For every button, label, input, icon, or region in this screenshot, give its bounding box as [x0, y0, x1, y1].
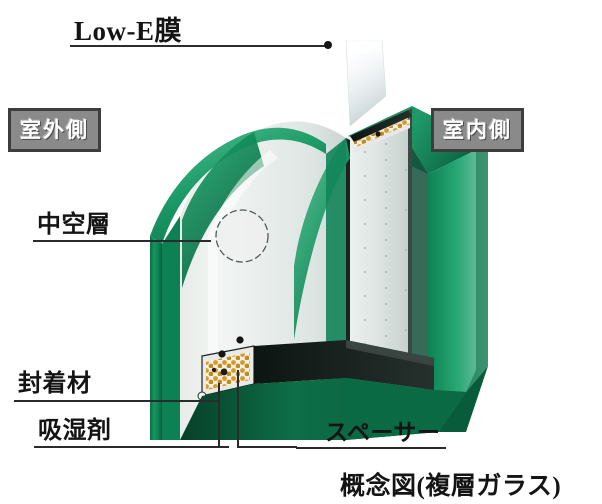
callout-label-spacer: スペーサー — [325, 420, 441, 445]
insulated-glass-illustration — [150, 40, 510, 440]
top-spacer-assembly — [350, 110, 412, 152]
callout-label-air-space: 中空層 — [37, 212, 111, 238]
badge-indoor-side: 室内側 — [431, 108, 524, 152]
leader-hline-spacer — [237, 446, 297, 448]
leader-line-low-e — [70, 45, 328, 47]
leader-line-air-space — [33, 240, 211, 242]
callout-label-sealant: 封着材 — [18, 371, 92, 397]
air-space-cavity — [346, 108, 412, 400]
callout-label-low-e-film: Low-E膜 — [74, 16, 183, 46]
diagram-caption: 概念図(複層ガラス) — [340, 473, 562, 500]
air-space-marker — [215, 209, 269, 263]
low-e-film-flap — [345, 40, 387, 127]
unit-bottom-green-slab — [180, 366, 488, 440]
leader-vline-spacer — [237, 370, 239, 448]
leader-vline-desiccant — [218, 383, 220, 447]
leader-dot-low-e — [324, 41, 332, 49]
bottom-spacer-assembly — [197, 336, 434, 401]
badge-outdoor-side: 室外側 — [8, 108, 101, 152]
leader-line-spacer — [296, 447, 446, 449]
leader-line-sealant — [14, 400, 219, 402]
callout-label-desiccant: 吸湿剤 — [38, 418, 112, 444]
leader-line-desiccant — [34, 446, 229, 448]
